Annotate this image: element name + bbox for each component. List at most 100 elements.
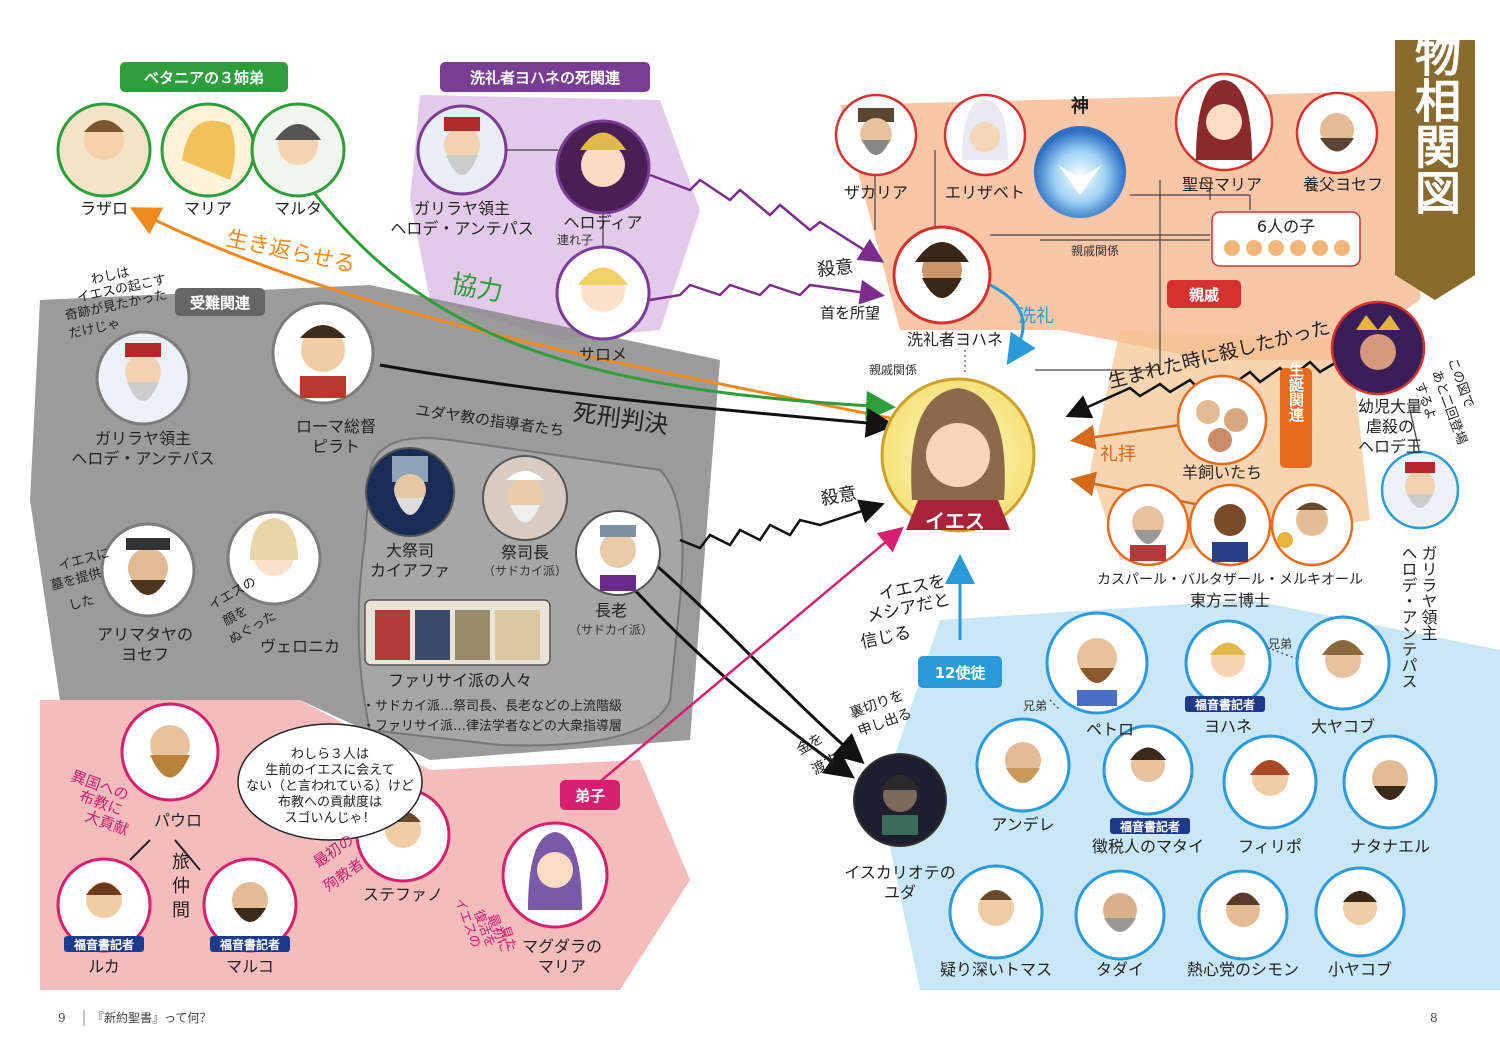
relation-murder-intent-2: 殺意 xyxy=(819,483,858,510)
relation-stepchild: 連れ子 xyxy=(557,233,593,247)
portrait-mother-mary xyxy=(1174,72,1274,172)
relation-murder-intent-1: 殺意 xyxy=(816,256,854,281)
badges: 福音書記者 福音書記者 福音書記者 福音書記者 xyxy=(64,696,1265,952)
portrait-philip xyxy=(1222,734,1318,830)
name-herod-a3-title: ガリラヤ領主 xyxy=(1419,545,1438,641)
kin-dotted xyxy=(964,239,1210,372)
portrait-peter xyxy=(1045,611,1149,715)
portrait-six-children xyxy=(1211,211,1361,267)
name-herod-a2-title: ガリラヤ領主 xyxy=(95,429,191,448)
believe-arrow xyxy=(589,526,904,791)
relation-money-2: 渡す xyxy=(809,751,841,779)
name-priest-sub: （サドカイ派） xyxy=(483,564,567,578)
name-elder: 長老 xyxy=(595,601,627,620)
brother-lines xyxy=(1049,643,1301,711)
portrait-caspar xyxy=(1106,483,1190,567)
badge-luke: 福音書記者 xyxy=(73,937,134,952)
name-god: 神 xyxy=(1071,95,1089,117)
portrait-joseph-f xyxy=(1295,91,1379,175)
portrait-caiaphas xyxy=(365,447,455,537)
name-philip: フィリポ xyxy=(1238,837,1302,856)
name-caiaphas-title: 大祭司 xyxy=(386,541,434,560)
portrait-john-baptist xyxy=(892,225,992,325)
group-twelve: 12使徒 xyxy=(935,664,987,682)
shepherds-arrow xyxy=(1070,423,1181,450)
portrait-thaddeus xyxy=(1074,869,1166,961)
note-trio-1: わしら３人は xyxy=(291,747,369,762)
portraits xyxy=(56,72,1460,961)
name-herod-king-3: ヘロデ王 xyxy=(1358,437,1422,456)
portrait-lazarus xyxy=(56,102,152,198)
name-herod-a2-name: ヘロデ・アンテパス xyxy=(71,449,214,468)
pilate-arrow xyxy=(379,363,896,438)
page-title: 人物相関図 xyxy=(1395,0,1475,300)
name-joseph-a-2: ヨセフ xyxy=(121,645,169,664)
salome-head-arrow xyxy=(649,279,885,305)
name-joseph-a-1: アリマタヤの xyxy=(97,625,193,644)
relation-baptism: 洗礼 xyxy=(1018,306,1054,327)
name-mary-b: マリア xyxy=(184,199,232,218)
group-john-death: 洗礼者ヨハネの死関連 xyxy=(470,69,621,87)
name-nathanael: ナタナエル xyxy=(1350,837,1430,856)
group-disciples: 弟子 xyxy=(575,787,605,805)
name-paul: パウロ xyxy=(154,811,202,830)
name-magdalene-1: マグダラの xyxy=(522,937,602,956)
revive-arrow xyxy=(129,207,891,420)
relation-companions-3: 間 xyxy=(172,900,190,921)
name-zechariah: ザカリア xyxy=(844,183,908,202)
footer-left-page: 9 xyxy=(58,1011,66,1025)
name-magi-names: カスパール・バルタザール・メルキオール xyxy=(1097,572,1363,588)
name-simon: 熱心党のシモン xyxy=(1187,960,1299,979)
paul-companion-lines xyxy=(129,839,201,871)
portrait-mary-b xyxy=(160,102,256,198)
portrait-zechariah xyxy=(834,93,918,177)
name-caiaphas-name: カイアファ xyxy=(370,561,450,580)
name-herod-king-2: 虐殺の xyxy=(1366,417,1414,436)
relation-companions-2: 仲 xyxy=(172,876,190,897)
name-labels: ラザロ マリア マルタ ガリラヤ領主 ヘロデ・アンテパス ヘロディア 連れ子 サ… xyxy=(71,95,1437,979)
relation-brothers-1: 兄弟 xyxy=(1023,699,1047,713)
name-pilate-title: ローマ総督 xyxy=(296,417,376,436)
group-nativity: 生誕関連 xyxy=(1287,361,1305,423)
footer: 9 『新約聖書』って何？ 8 xyxy=(58,1010,1438,1026)
portrait-elizabeth xyxy=(943,93,1027,177)
name-thomas: 疑り深いトマス xyxy=(940,960,1052,979)
portrait-matthew xyxy=(1102,724,1194,816)
relation-revive: 生き返らせる xyxy=(224,226,358,278)
sentence-arrow xyxy=(679,499,885,550)
name-herod-a3-name: ヘロデ・アンテパス xyxy=(1399,545,1418,689)
group-passion: 受難関連 xyxy=(190,294,251,312)
relation-believe-3: 信じる xyxy=(859,623,913,653)
relation-kinship-2: 親戚関係 xyxy=(869,363,917,377)
name-herodias: ヘロディア xyxy=(564,213,643,232)
portrait-herod-a2 xyxy=(95,330,191,426)
name-magdalene-2: マリア xyxy=(538,957,586,976)
portrait-pharisees xyxy=(364,599,551,666)
portrait-john xyxy=(1184,619,1272,707)
name-john: ヨハネ xyxy=(1204,717,1252,736)
portrait-simon xyxy=(1197,869,1289,961)
portrait-andrew xyxy=(975,717,1071,813)
name-stephen: ステファノ xyxy=(363,885,443,904)
portrait-james-g xyxy=(1295,615,1391,711)
name-six-children: 6人の子 xyxy=(1257,217,1315,236)
name-martha: マルタ xyxy=(274,199,322,218)
portrait-herod-a1 xyxy=(416,104,508,196)
title-text: 人物相関図 xyxy=(1408,0,1462,215)
portrait-paul xyxy=(120,702,220,802)
portrait-elder xyxy=(575,510,661,596)
note-trio-5: スゴいんじゃ！ xyxy=(284,810,375,826)
name-james-g: 大ヤコブ xyxy=(1311,717,1375,736)
relation-kinship-1: 親戚関係 xyxy=(1071,244,1119,258)
group-bethany: ベタニアの３姉弟 xyxy=(144,69,264,87)
portrait-pilate xyxy=(271,301,375,405)
relation-head-wish: 首を所望 xyxy=(820,304,880,322)
name-herod-king-1: 幼児大量 xyxy=(1358,397,1422,416)
portrait-judas xyxy=(853,753,947,847)
portrait-martha xyxy=(250,102,346,198)
name-thaddeus: タダイ xyxy=(1096,960,1144,979)
portrait-salome xyxy=(555,245,651,341)
note-trio-3: ない（と言われている）けど xyxy=(246,779,414,794)
name-salome: サロメ xyxy=(579,345,627,364)
